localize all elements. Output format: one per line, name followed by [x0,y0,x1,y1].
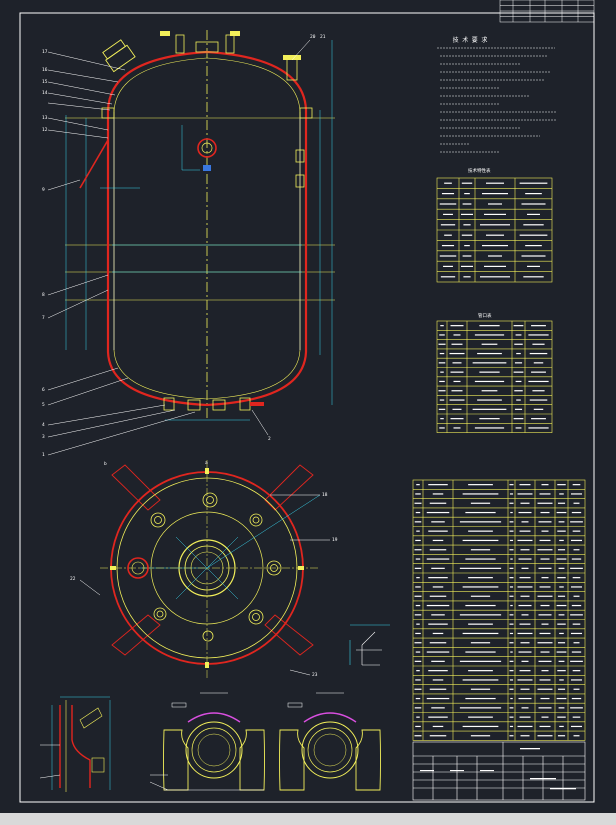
svg-text:15: 15 [42,79,48,85]
svg-text:a: a [205,461,208,466]
design-table: 技术特性表 [436,167,553,283]
svg-text:6: 6 [42,387,45,393]
sheet-border [19,12,595,803]
svg-text:18: 18 [322,492,328,498]
detail-b [149,692,265,791]
title-block [412,741,586,801]
nozzle-table-title: 管口表 [478,312,492,319]
svg-text:3: 3 [42,434,45,440]
svg-text:1: 1 [42,452,45,458]
svg-text:b: b [104,461,107,467]
parts-list [412,479,586,741]
svg-text:14: 14 [42,90,48,96]
detail-a [39,696,111,792]
svg-text:22: 22 [70,576,76,582]
nozzle-table: 管口表 [436,312,553,433]
svg-text:4: 4 [42,422,45,428]
notes-title: 技 术 要 求 [453,36,488,44]
svg-text:23: 23 [312,672,318,678]
top-view: 18 19 22 23 a b [70,460,338,680]
status-strip [0,813,616,825]
svg-text:19: 19 [332,537,338,543]
svg-text:20: 20 [310,34,316,40]
svg-text:13: 13 [42,115,48,121]
svg-text:7: 7 [42,315,45,321]
svg-text:16: 16 [42,67,48,73]
svg-text:9: 9 [42,187,45,193]
technical-notes: 技 术 要 求 [437,36,556,153]
svg-text:2: 2 [268,436,271,442]
svg-text:5: 5 [42,402,45,408]
revision-block [499,0,595,23]
svg-text:12: 12 [42,127,48,133]
svg-text:21: 21 [320,34,326,40]
svg-text:8: 8 [42,292,45,298]
design-table-title: 技术特性表 [468,167,491,174]
svg-text:17: 17 [42,49,48,55]
detail-b2 [279,692,381,791]
detail-c [349,624,390,666]
